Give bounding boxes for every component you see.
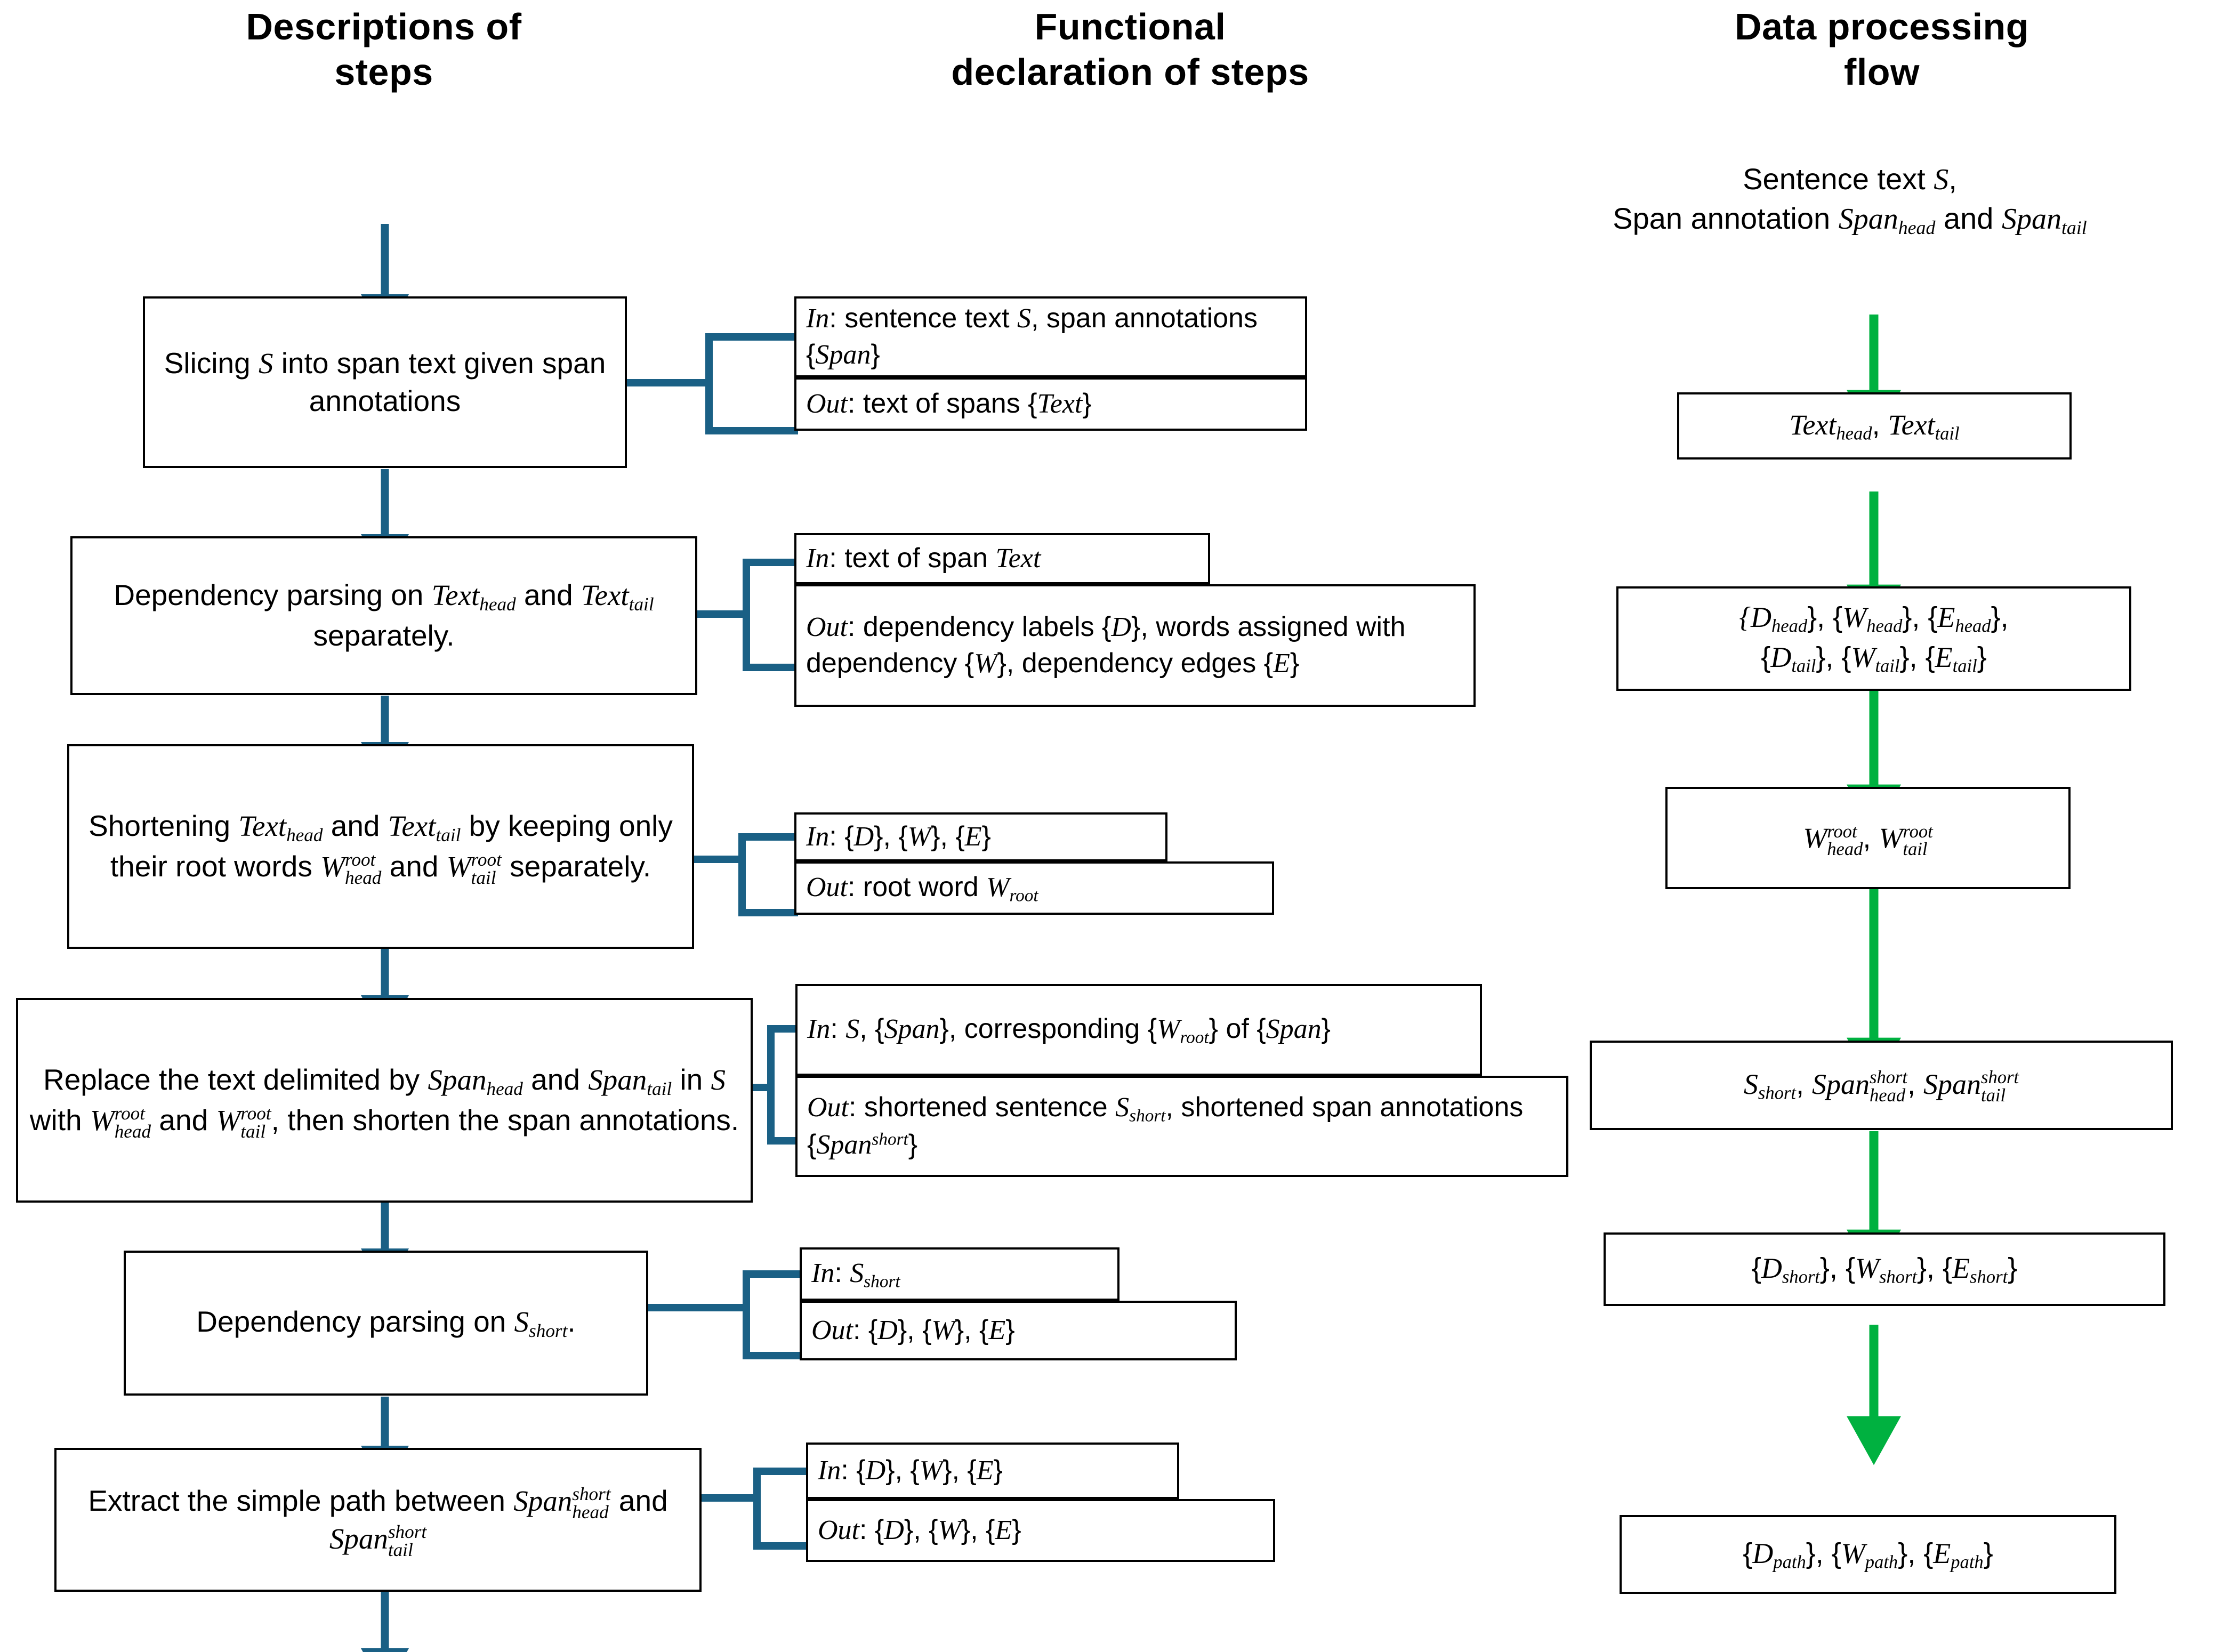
in-label: In — [806, 303, 829, 334]
title-line-2: declaration of steps — [951, 51, 1309, 93]
title-line-1: Descriptions of — [246, 6, 522, 47]
dataflow-node-5-text: {Dshort}, {Wshort}, {Eshort} — [1751, 1252, 2018, 1287]
dataflow-input-caption: Sentence text S, Span annotation Spanhea… — [1471, 160, 2228, 240]
out-label: Out — [807, 1092, 849, 1123]
declaration-1-out-text: Out: text of spans {Text} — [806, 388, 1092, 420]
dataflow-node-1-text: Texthead, Texttail — [1789, 408, 1960, 444]
in-label: In — [806, 543, 829, 574]
dataflow-node-6-text: {Dpath}, {Wpath}, {Epath} — [1743, 1537, 1993, 1573]
out-label: Out — [811, 1315, 853, 1346]
in-label: In — [807, 1013, 831, 1044]
out-label: Out — [806, 389, 848, 420]
step-text-2: Dependency parsing on Texthead and Textt… — [114, 578, 654, 652]
step-text-5: Dependency parsing on Sshort. — [196, 1305, 576, 1342]
dataflow-node-2[interactable]: {Dhead}, {Whead}, {Ehead},{Dtail}, {Wtai… — [1616, 586, 2131, 691]
declaration-1-in-text: In: sentence text S, span annotations {S… — [806, 303, 1258, 370]
step-box-1[interactable]: Slicing S into span text given span anno… — [143, 296, 627, 468]
in-label: In — [818, 1455, 841, 1486]
declaration-6-in-text: In: {D}, {W}, {E} — [818, 1455, 1003, 1486]
caption-line-1: Sentence text S, — [1743, 162, 1957, 196]
declaration-2-in-text: In: text of span Text — [806, 543, 1041, 574]
dataflow-node-5[interactable]: {Dshort}, {Wshort}, {Eshort} — [1604, 1232, 2165, 1306]
declaration-3-out[interactable]: Out: root word Wroot — [794, 861, 1274, 915]
declaration-4-out[interactable]: Out: shortened sentence Sshort, shortene… — [795, 1076, 1568, 1177]
step-box-5[interactable]: Dependency parsing on Sshort. — [124, 1251, 648, 1396]
dataflow-node-1[interactable]: Texthead, Texttail — [1677, 392, 2072, 460]
in-label: In — [811, 1258, 835, 1288]
declaration-5-in-text: In: Sshort — [811, 1257, 900, 1292]
declaration-5-out-text: Out: {D}, {W}, {E} — [811, 1315, 1015, 1346]
out-label: Out — [818, 1515, 859, 1546]
declaration-3-in-text: In: {D}, {W}, {E} — [806, 821, 991, 852]
declaration-2-in[interactable]: In: text of span Text — [794, 533, 1210, 584]
declaration-6-in[interactable]: In: {D}, {W}, {E} — [806, 1443, 1179, 1499]
declaration-6-out[interactable]: Out: {D}, {W}, {E} — [806, 1499, 1275, 1562]
step-text-3: Shortening Texthead and Texttail by keep… — [88, 809, 673, 889]
title-line-2: flow — [1844, 51, 1920, 93]
declaration-4-in[interactable]: In: S, {Span}, corresponding {Wroot} of … — [795, 984, 1482, 1076]
step-box-3[interactable]: Shortening Texthead and Texttail by keep… — [67, 744, 694, 949]
column-title-dataflow: Data processing flow — [1567, 4, 2196, 95]
declaration-2-out[interactable]: Out: dependency labels {D}, words assign… — [794, 584, 1476, 707]
declaration-4-out-text: Out: shortened sentence Sshort, shortene… — [807, 1091, 1524, 1161]
title-line-1: Functional — [1034, 6, 1226, 47]
declaration-1-in[interactable]: In: sentence text S, span annotations {S… — [794, 296, 1307, 377]
step-text-4: Replace the text delimited by Spanhead a… — [29, 1063, 739, 1142]
caption-line-2: Span annotation Spanhead and Spantail — [1613, 201, 2087, 238]
declaration-5-out[interactable]: Out: {D}, {W}, {E} — [800, 1301, 1237, 1360]
step-box-4[interactable]: Replace the text delimited by Spanhead a… — [16, 998, 753, 1203]
step-box-2[interactable]: Dependency parsing on Texthead and Textt… — [70, 536, 697, 695]
declaration-3-in[interactable]: In: {D}, {W}, {E} — [794, 812, 1167, 861]
out-label: Out — [806, 872, 848, 902]
title-line-2: steps — [334, 51, 433, 93]
declaration-2-out-text: Out: dependency labels {D}, words assign… — [806, 611, 1406, 679]
title-line-1: Data processing — [1734, 6, 2029, 47]
in-label: In — [806, 821, 829, 852]
dataflow-node-6[interactable]: {Dpath}, {Wpath}, {Epath} — [1620, 1515, 2116, 1594]
declaration-4-in-text: In: S, {Span}, corresponding {Wroot} of … — [807, 1013, 1331, 1047]
column-title-functional: Functional declaration of steps — [757, 4, 1503, 95]
column-title-descriptions: Descriptions of steps — [64, 4, 704, 95]
declaration-3-out-text: Out: root word Wroot — [806, 871, 1038, 906]
dataflow-node-2-text: {Dhead}, {Whead}, {Ehead},{Dtail}, {Wtai… — [1739, 601, 2009, 676]
declaration-6-out-text: Out: {D}, {W}, {E} — [818, 1514, 1021, 1546]
declaration-5-in[interactable]: In: Sshort — [800, 1247, 1119, 1301]
step-text-1: Slicing S into span text given span anno… — [164, 346, 606, 418]
out-label: Out — [806, 612, 848, 643]
declaration-1-out[interactable]: Out: text of spans {Text} — [794, 377, 1307, 431]
